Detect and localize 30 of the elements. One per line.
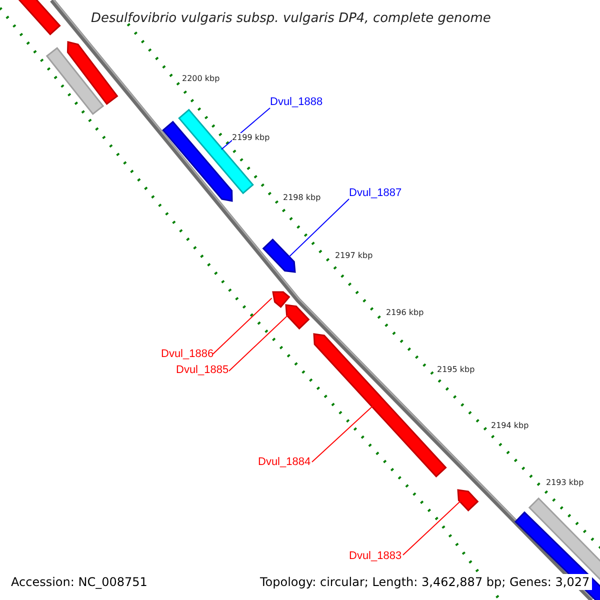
gene-label: Dvul_1886 (161, 348, 214, 361)
leader-line (402, 500, 462, 556)
tick-label: 2194 kbp (491, 421, 529, 431)
gene-label: Dvul_1884 (258, 456, 311, 469)
gene-block (457, 489, 479, 512)
gene-block (46, 46, 104, 116)
footer-text: Topology: circular; Length: 3,462,887 bp; Genes: 3,027 (258, 574, 592, 590)
footer-text: Accession: NC_008751 (9, 574, 150, 590)
gene-label: Dvul_1887 (349, 187, 402, 200)
tick-label: 2200 kbp (182, 74, 220, 84)
gene-block (66, 41, 118, 105)
tick-label: 2199 kbp (232, 133, 270, 143)
leader-line (288, 198, 350, 258)
gene-block (262, 238, 296, 273)
gene-block (285, 304, 310, 330)
tick-label: 2197 kbp (335, 251, 373, 261)
leader-line (312, 406, 374, 462)
gene-label: Dvul_1888 (270, 96, 323, 109)
tick-label: 2195 kbp (437, 365, 475, 375)
gene-label: Dvul_1883 (349, 550, 402, 563)
gene-block (272, 291, 290, 308)
leader-line (228, 314, 288, 372)
tick-label: 2198 kbp (283, 193, 321, 203)
gene-block (162, 120, 233, 202)
diagram-title: Desulfovibrio vulgaris subsp. vulgaris DP4, complete genome (91, 10, 491, 28)
gene-label: Dvul_1885 (176, 364, 229, 377)
tick-label: 2196 kbp (386, 308, 424, 318)
tick-label: 2193 kbp (546, 478, 584, 488)
leader-line (212, 298, 272, 354)
gene-block (178, 108, 254, 194)
